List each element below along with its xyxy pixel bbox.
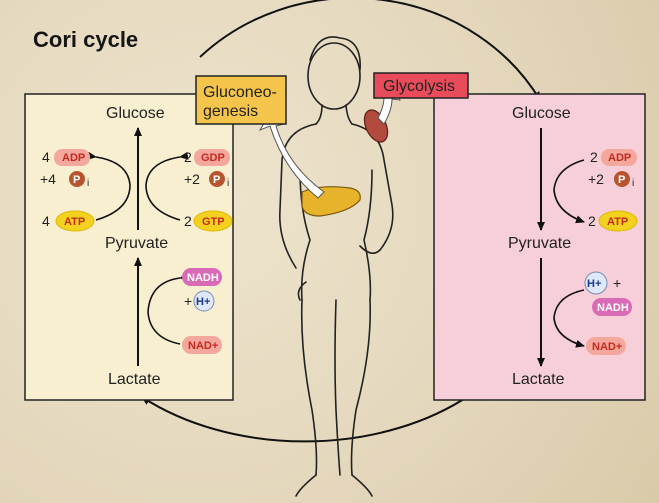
cycle-arc-bottom [142, 395, 470, 441]
right-coef-adp: 2 [590, 149, 598, 165]
left-pi2-sub: i [227, 178, 229, 189]
left-lactate: Lactate [108, 371, 161, 388]
left-glucose: Glucose [106, 105, 165, 122]
human-figure [280, 37, 393, 496]
right-pi-sub: i [632, 178, 634, 189]
left-nadh-label: NADH [187, 272, 219, 284]
right-glucose: Glucose [512, 105, 571, 122]
gluconeogenesis-line1: Gluconeo- [203, 84, 277, 101]
left-coef-gtp: 2 [184, 213, 192, 229]
gluconeogenesis-line2: genesis [203, 103, 258, 120]
right-plus: + [613, 275, 621, 291]
left-coef-adp: 4 [42, 149, 50, 165]
page-title: Cori cycle [33, 27, 138, 52]
left-coef-pi: +4 [40, 171, 56, 187]
left-pi-sub: i [87, 178, 89, 189]
right-h-label: H+ [587, 278, 601, 290]
right-nadh-label: NADH [597, 302, 629, 314]
left-gdp-label: GDP [201, 152, 225, 164]
left-pi2-label: P [213, 174, 220, 186]
left-adp-label: ADP [62, 152, 85, 164]
left-pi-label: P [73, 174, 80, 186]
left-h-label: H+ [196, 296, 210, 308]
left-gtp-label: GTP [202, 216, 225, 228]
left-atp-label: ATP [64, 216, 85, 228]
left-nad-label: NAD+ [188, 340, 218, 352]
left-coef-pi2: +2 [184, 171, 200, 187]
right-coef-pi: +2 [588, 171, 604, 187]
right-lactate: Lactate [512, 371, 565, 388]
right-adp-label: ADP [608, 152, 631, 164]
glycolysis-label: Glycolysis [383, 78, 455, 95]
right-pi-label: P [618, 174, 625, 186]
right-pyruvate: Pyruvate [508, 235, 571, 252]
right-coef-atp: 2 [588, 213, 596, 229]
right-nad-label: NAD+ [592, 341, 622, 353]
left-coef-atp: 4 [42, 213, 50, 229]
left-coef-gdp: 2 [184, 149, 192, 165]
left-pyruvate: Pyruvate [105, 235, 168, 252]
right-atp-label: ATP [607, 216, 628, 228]
left-plus-h: + [184, 293, 192, 309]
